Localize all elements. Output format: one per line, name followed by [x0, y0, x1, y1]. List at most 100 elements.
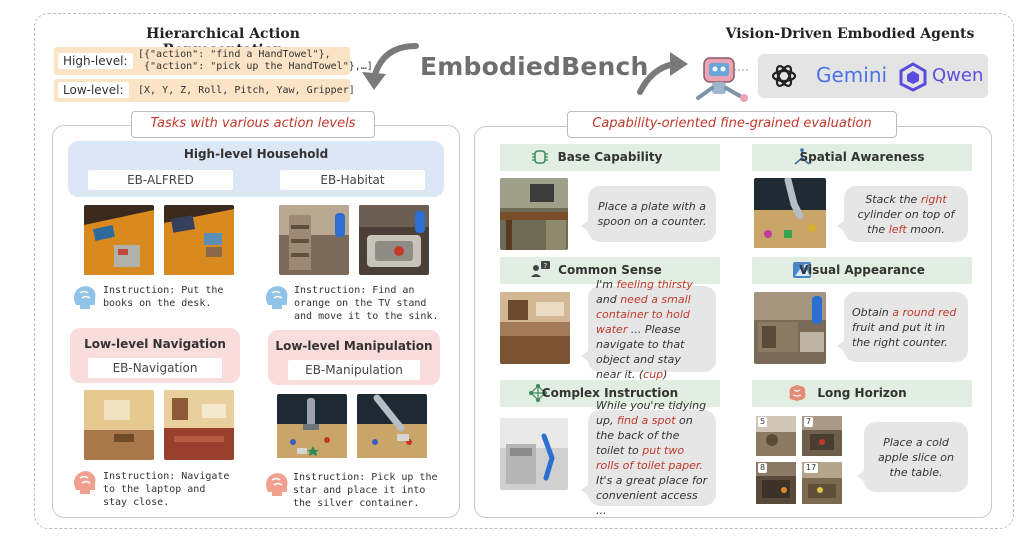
- complex-instruction-image: [500, 418, 568, 490]
- axes-icon: [794, 148, 810, 165]
- base-capability-bubble: Place a plate with a spoon on a counter.: [581, 186, 716, 242]
- common-highlight-1: feeling thirsty: [616, 277, 693, 291]
- spatial-text-3: moon.: [906, 222, 945, 236]
- curved-arrow-left-icon: [362, 43, 419, 90]
- high-level-row: High-level: [{"action": "find a HandTowe…: [54, 47, 373, 75]
- vision-driven-agents-title: Vision-Driven Embodied Agents: [725, 26, 975, 42]
- low-level-navigation-box: Low-level Navigation EB-Navigation: [70, 328, 240, 383]
- instruction-manipulation: Instruction: Pick up the star and place …: [293, 472, 438, 509]
- common-text-3: ... Please navigate to that object and s…: [596, 322, 685, 381]
- step-number: 17: [804, 463, 819, 473]
- navigation-scene-image-2: [164, 390, 234, 460]
- env-tag-eb-alfred: EB-ALFRED: [88, 170, 233, 190]
- complex-instruction-text: While you're tidying up, find a spot on …: [596, 398, 708, 518]
- visual-text-2: fruit and put it in the right counter.: [852, 320, 948, 349]
- common-sense-text: I'm feeling thirsty and need a small con…: [596, 277, 708, 382]
- spatial-awareness-text: Stack the right cylinder on top of the l…: [852, 192, 960, 237]
- high-level-code-line2: {"action": "pick up the HandTowel"},…]: [138, 61, 373, 72]
- low-level-code: [X, Y, Z, Roll, Pitch, Yaw, Gripper]: [138, 85, 355, 96]
- spatial-awareness-bubble: Stack the right cylinder on top of the l…: [837, 186, 968, 242]
- long-horizon-step-image-1: 5: [756, 416, 796, 456]
- embodiedbench-logo-text: EmbodiedBench: [420, 52, 649, 81]
- env-tag-eb-habitat: EB-Habitat: [280, 170, 425, 190]
- brain-head-icon-blue: [266, 286, 288, 309]
- common-sense-bubble: I'm feeling thirsty and need a small con…: [581, 278, 716, 381]
- instruction-habitat: Instruction: Find an orange on the TV st…: [294, 285, 439, 322]
- step-number: 7: [804, 417, 814, 427]
- visual-appearance-image: [754, 292, 826, 364]
- spatial-awareness-image: [754, 178, 826, 248]
- base-capability-text: Place a plate with a spoon on a counter.: [597, 200, 707, 228]
- low-level-navigation-title: Low-level Navigation: [84, 337, 226, 351]
- qwen-logo-icon: [899, 62, 927, 92]
- base-capability-header: Base Capability: [500, 144, 720, 171]
- low-level-label: Low-level:: [58, 82, 129, 98]
- alfred-scene-image-1: [84, 205, 154, 275]
- instruction-alfred: Instruction: Put the books on the desk.: [103, 285, 224, 309]
- alfred-scene-image-2: [164, 205, 234, 275]
- common-text-4: ): [663, 367, 668, 381]
- long-horizon-step-image-2: 7: [802, 416, 842, 456]
- high-level-household-title: High-level Household: [183, 147, 329, 161]
- visual-appearance-header: Visual Appearance: [752, 257, 972, 284]
- people-question-icon: ?: [531, 261, 550, 277]
- complex-text-2: on the back of the toilet to: [596, 414, 693, 457]
- tasks-panel-title: Tasks with various action levels: [131, 111, 375, 138]
- visual-appearance-bubble: Obtain a round red fruit and put it in t…: [837, 292, 968, 362]
- common-sense-header: ? Common Sense: [500, 257, 720, 284]
- network-nodes-icon: [529, 384, 547, 402]
- high-level-label: High-level:: [58, 53, 133, 69]
- habitat-scene-image-2: [359, 205, 429, 275]
- svg-text:?: ?: [544, 262, 548, 270]
- visual-text-1: Obtain: [852, 305, 893, 319]
- env-tag-eb-navigation: EB-Navigation: [88, 358, 222, 378]
- complex-instruction-header: Complex Instruction: [500, 380, 720, 407]
- common-text-2: and: [596, 292, 621, 306]
- common-sense-label: Common Sense: [558, 263, 662, 277]
- low-level-row: Low-level: [X, Y, Z, Roll, Pitch, Yaw, G…: [54, 79, 355, 102]
- complex-highlight-2: put two rolls of toilet paper.: [596, 444, 703, 472]
- openai-logo-icon: [771, 65, 797, 87]
- spatial-highlight-1: right: [920, 192, 947, 206]
- long-horizon-header: Long Horizon: [752, 380, 972, 407]
- brain-icon: [789, 385, 806, 401]
- brain-head-icon-red: [266, 473, 288, 496]
- spatial-highlight-2: left: [888, 222, 907, 236]
- model-logos-box: Gemini Qwen: [758, 54, 988, 98]
- habitat-scene-image-1: [279, 205, 349, 275]
- common-highlight-2: need a small container to hold water: [596, 292, 691, 336]
- base-capability-image: [500, 178, 568, 250]
- spatial-text-2: cylinder on top of the: [857, 207, 955, 236]
- step-number: 8: [758, 463, 768, 473]
- low-level-manipulation-box: Low-level Manipulation EB-Manipulation: [268, 330, 440, 385]
- chip-brain-icon: [532, 150, 548, 164]
- complex-instruction-label: Complex Instruction: [541, 386, 679, 400]
- visual-appearance-label: Visual Appearance: [799, 263, 925, 277]
- common-sense-image: [500, 292, 570, 364]
- brain-head-icon-red: [74, 471, 96, 494]
- visual-appearance-text: Obtain a round red fruit and put it in t…: [852, 305, 960, 350]
- manipulation-scene-image-1: [277, 394, 347, 458]
- step-number: 5: [758, 417, 768, 427]
- complex-text-3: It's a great place for convenient access…: [596, 474, 708, 517]
- complex-instruction-bubble: While you're tidying up, find a spot on …: [581, 399, 716, 517]
- visual-highlight-1: a round red: [892, 305, 957, 319]
- common-highlight-3: cup: [643, 367, 664, 381]
- long-horizon-text: Place a cold apple slice on the table.: [878, 435, 954, 479]
- long-horizon-step-image-4: 17: [802, 462, 842, 504]
- long-horizon-bubble: Place a cold apple slice on the table.: [857, 422, 968, 492]
- high-level-household-box: High-level Household EB-ALFRED EB-Habita…: [68, 141, 444, 197]
- env-tag-eb-manipulation: EB-Manipulation: [288, 360, 420, 380]
- long-horizon-step-image-3: 8: [756, 462, 796, 504]
- curved-arrow-right-icon: [637, 52, 688, 95]
- manipulation-scene-image-2: [357, 394, 427, 458]
- qwen-logo-text: Qwen: [932, 65, 984, 86]
- spatial-awareness-header: Spatial Awareness: [752, 144, 972, 171]
- spatial-text-1: Stack the: [865, 192, 921, 206]
- spatial-awareness-label: Spatial Awareness: [799, 150, 925, 164]
- common-text-1: I'm: [596, 277, 617, 291]
- high-level-code-line1: [{"action": "find a HandTowel"},: [138, 49, 331, 60]
- navigation-scene-image-1: [84, 390, 154, 460]
- base-capability-label: Base Capability: [557, 150, 663, 164]
- complex-highlight-1: find a spot: [616, 414, 676, 427]
